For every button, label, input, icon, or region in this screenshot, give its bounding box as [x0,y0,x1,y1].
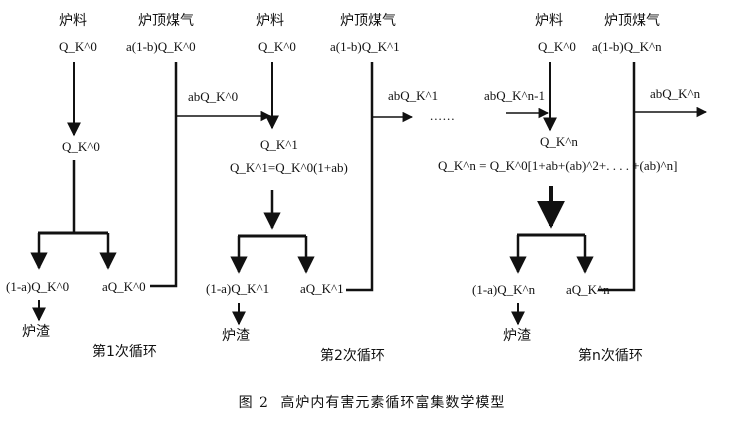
c2-transfer-value: abQ_K^1 [388,88,439,103]
caption-title: 高炉内有害元素循环富集数学模型 [280,395,506,411]
c2-recycle-value: aQ_K^1 [300,281,344,296]
c1-recycle-value: aQ_K^0 [102,279,146,294]
caption-number: 2 [259,395,269,411]
c2-gas-line [346,62,374,292]
cn-incoming-value: abQ_K^n-1 [484,88,545,103]
cn-material-label: 炉料 [535,13,563,29]
cn-slag-value: (1-a)Q_K^n [472,282,536,297]
cn-gas-value: a(1-b)Q_K^n [592,39,662,54]
cn-material-value: Q_K^0 [538,39,576,54]
cn-mid-value: Q_K^n [540,134,578,149]
c1-cycle-label: 第1次循环 [92,344,157,360]
c2-slag-label: 炉渣 [222,328,250,344]
cn-recycle-value: aQ_K^n [566,282,610,297]
c2-mid-value: Q_K^1 [260,137,298,152]
c2-mid-formula: Q_K^1=Q_K^0(1+ab) [230,160,348,175]
ellipsis: ...... [430,108,456,123]
c1-slag-label: 炉渣 [22,324,50,340]
c2-material-value: Q_K^0 [258,39,296,54]
c1-material-value: Q_K^0 [59,39,97,54]
c2-slag-value: (1-a)Q_K^1 [206,281,270,296]
c1-mid-value: Q_K^0 [62,139,100,154]
cn-mid-formula: Q_K^n = Q_K^0[1+ab+(ab)^2+. . . . +(ab)^… [438,158,678,173]
c1-gas-label: 炉顶煤气 [138,13,194,29]
c1-transfer-value: abQ_K^0 [188,89,239,104]
c2-gas-value: a(1-b)Q_K^1 [330,39,400,54]
cn-slag-label: 炉渣 [503,328,531,344]
cn-gas-line [598,62,636,292]
caption-prefix: 图 [238,395,254,411]
c2-cycle-label: 第2次循环 [320,348,385,364]
figure-caption: 图 2 高炉内有害元素循环富集数学模型 [0,392,744,412]
c1-gas-value: a(1-b)Q_K^0 [126,39,196,54]
c2-gas-label: 炉顶煤气 [340,13,396,29]
cn-transfer-value: abQ_K^n [650,86,701,101]
cn-gas-label: 炉顶煤气 [604,13,660,29]
c2-material-label: 炉料 [256,13,284,29]
c1-material-label: 炉料 [59,13,87,29]
c1-gas-line [150,62,178,288]
cn-cycle-label: 第n次循环 [578,348,643,364]
c1-slag-value: (1-a)Q_K^0 [6,279,70,294]
